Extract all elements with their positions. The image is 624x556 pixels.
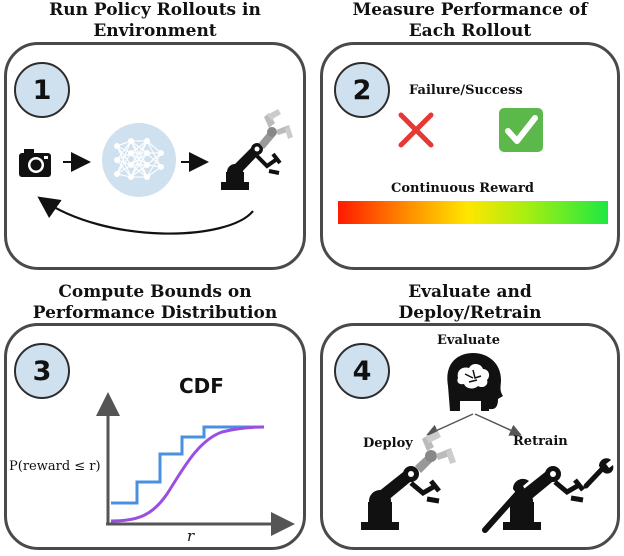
step-4-title: Evaluate and Deploy/Retrain xyxy=(316,282,624,324)
success-check-icon xyxy=(499,108,543,152)
panel-step-4: 4 Evaluate Deploy Retrain xyxy=(320,323,620,550)
evaluate-deploy-retrain-diagram xyxy=(361,353,614,533)
step-4-number-badge: 4 xyxy=(334,343,390,399)
step-4-title-line-1: Evaluate and xyxy=(408,282,532,302)
continuous-reward-gradient-bar xyxy=(338,201,608,224)
rollout-loop-diagram xyxy=(19,109,293,235)
failure-success-label: Failure/Success xyxy=(409,83,523,98)
arrow-to-deploy xyxy=(426,413,474,436)
brain-head-icon xyxy=(447,353,503,411)
evaluate-label: Evaluate xyxy=(437,333,500,348)
step-3-title-line-2: Performance Distribution xyxy=(32,303,278,323)
cdf-upper-bound-curve xyxy=(111,425,264,505)
cdf-plot xyxy=(96,392,295,536)
panel-step-3: 3 CDF P(reward ≤ r) r xyxy=(4,323,306,550)
step-3-title-line-1: Compute Bounds on xyxy=(58,282,252,302)
x-axis-label: r xyxy=(187,527,195,545)
failure-x-icon xyxy=(398,112,434,148)
step-4-number: 4 xyxy=(352,355,372,387)
neural-network-icon xyxy=(102,123,176,197)
step-1-number-badge: 1 xyxy=(14,62,70,118)
step-2-number: 2 xyxy=(352,74,372,106)
robot-arm-icon xyxy=(221,109,293,190)
step-2-number-badge: 2 xyxy=(334,62,390,118)
step-3-number: 3 xyxy=(32,355,52,387)
step-2-title-line-1: Measure Performance of xyxy=(352,0,588,20)
cdf-curve xyxy=(110,425,265,523)
step-3-number-badge: 3 xyxy=(14,343,70,399)
wrench-icon xyxy=(482,458,614,533)
cdf-chart-title: CDF xyxy=(179,374,224,398)
step-1-title-line-2: Environment xyxy=(93,21,217,41)
step-2-title-line-2: Each Rollout xyxy=(408,21,532,41)
step-3-title: Compute Bounds on Performance Distributi… xyxy=(0,282,310,324)
retrain-label: Retrain xyxy=(513,434,568,449)
panel-step-2: 2 Failure/Success Continuous Reward xyxy=(320,42,620,270)
step-1-title-line-1: Run Policy Rollouts in xyxy=(49,0,261,20)
arrow-feedback-loop xyxy=(37,196,254,235)
camera-icon xyxy=(19,149,51,177)
continuous-reward-label: Continuous Reward xyxy=(391,181,534,196)
y-axis-label: P(reward ≤ r) xyxy=(9,459,101,474)
panel-step-1: 1 xyxy=(4,42,306,270)
step-1-title: Run Policy Rollouts in Environment xyxy=(0,0,310,42)
step-1-number: 1 xyxy=(32,74,52,106)
deploy-robot-arm-icon xyxy=(361,431,456,530)
step-2-title: Measure Performance of Each Rollout xyxy=(316,0,624,42)
arrow-to-retrain xyxy=(474,413,522,436)
step-4-title-line-2: Deploy/Retrain xyxy=(398,303,542,323)
deploy-label: Deploy xyxy=(363,436,413,451)
